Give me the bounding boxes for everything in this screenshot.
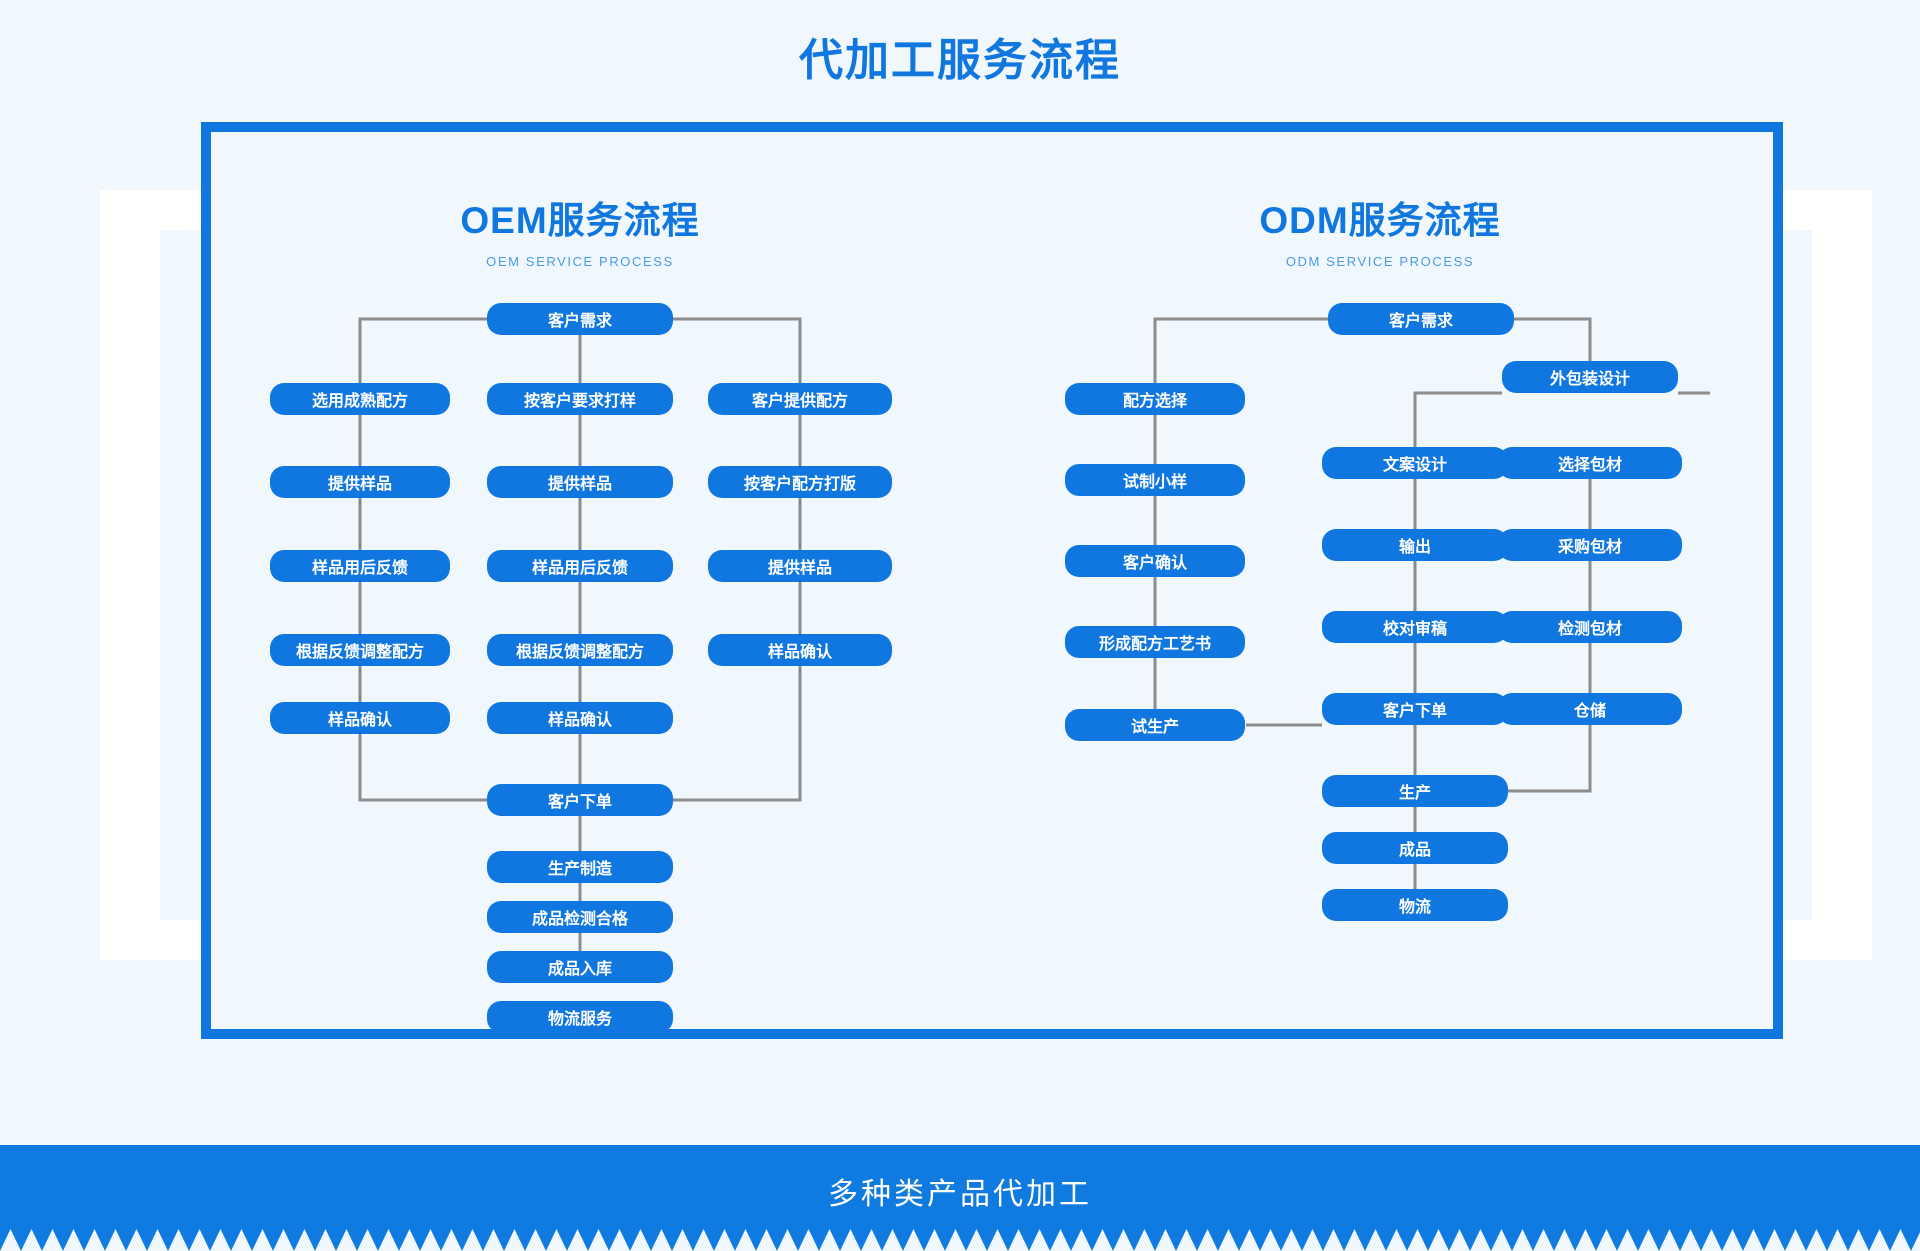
section-odm: ODM服务流程 ODM SERVICE PROCESS: [1050, 190, 1710, 921]
oem-node-left-1[interactable]: 提供样品: [270, 466, 450, 498]
oem-node-tail-4[interactable]: 物流服务: [487, 1001, 673, 1033]
oem-node-mid-0[interactable]: 按客户要求打样: [487, 383, 673, 415]
oem-node-mid-4[interactable]: 样品确认: [487, 702, 673, 734]
odm-node-branch[interactable]: 外包装设计: [1502, 361, 1678, 393]
page-title: 代加工服务流程: [799, 36, 1121, 85]
oem-node-left-2[interactable]: 样品用后反馈: [270, 550, 450, 582]
odm-node-left-4[interactable]: 试生产: [1065, 709, 1245, 741]
odm-node-tail-0[interactable]: 生产: [1322, 775, 1508, 807]
odm-node-mid-0[interactable]: 文案设计: [1322, 447, 1508, 479]
odm-connectors: [1153, 317, 1710, 889]
odm-node-start[interactable]: 客户需求: [1328, 303, 1514, 335]
oem-node-left-4[interactable]: 样品确认: [270, 702, 450, 734]
odm-node-right-1[interactable]: 采购包材: [1498, 529, 1682, 561]
oem-node-mid-2[interactable]: 样品用后反馈: [487, 550, 673, 582]
oem-node-tail-0[interactable]: 客户下单: [487, 784, 673, 816]
section-oem: OEM服务流程 OEM SERVICE PROCESS: [260, 190, 900, 1033]
bottom-banner: 多种类产品代加工: [0, 1145, 1920, 1251]
oem-flowchart: 客户需求 选用成熟配方 提供样品 样品用后反馈 根据反馈调整配方 样品确认 按客…: [260, 297, 900, 1033]
odm-flowchart: 客户需求 外包装设计 配方选择 试制小样 客户确认 形成配方工艺书 试生产 文案…: [1050, 297, 1710, 921]
oem-node-start[interactable]: 客户需求: [487, 303, 673, 335]
oem-node-right-1[interactable]: 按客户配方打版: [708, 466, 892, 498]
odm-node-right-2[interactable]: 检测包材: [1498, 611, 1682, 643]
odm-subtitle: ODM SERVICE PROCESS: [1285, 254, 1475, 269]
odm-node-mid-2[interactable]: 校对审稿: [1322, 611, 1508, 643]
odm-title: ODM服务流程: [1259, 200, 1501, 241]
odm-node-tail-2[interactable]: 物流: [1322, 889, 1508, 921]
oem-node-mid-1[interactable]: 提供样品: [487, 466, 673, 498]
oem-node-right-3[interactable]: 样品确认: [708, 634, 892, 666]
content-blue-frame: [201, 122, 1783, 1039]
oem-title: OEM服务流程: [460, 200, 700, 241]
odm-node-left-2[interactable]: 客户确认: [1065, 545, 1245, 577]
bottom-banner-text: 多种类产品代加工: [828, 1178, 1092, 1211]
oem-connectors: [358, 317, 802, 951]
oem-node-tail-3[interactable]: 成品入库: [487, 951, 673, 983]
oem-node-right-0[interactable]: 客户提供配方: [708, 383, 892, 415]
odm-node-left-3[interactable]: 形成配方工艺书: [1065, 626, 1245, 658]
oem-node-left-0[interactable]: 选用成熟配方: [270, 383, 450, 415]
odm-node-mid-3[interactable]: 客户下单: [1322, 693, 1508, 725]
odm-node-mid-1[interactable]: 输出: [1322, 529, 1508, 561]
odm-node-right-0[interactable]: 选择包材: [1498, 447, 1682, 479]
oem-node-mid-3[interactable]: 根据反馈调整配方: [487, 634, 673, 666]
odm-node-left-0[interactable]: 配方选择: [1065, 383, 1245, 415]
odm-node-left-1[interactable]: 试制小样: [1065, 464, 1245, 496]
odm-node-right-3[interactable]: 仓储: [1498, 693, 1682, 725]
oem-node-right-2[interactable]: 提供样品: [708, 550, 892, 582]
oem-subtitle: OEM SERVICE PROCESS: [486, 254, 674, 269]
oem-node-tail-2[interactable]: 成品检测合格: [487, 901, 673, 933]
oem-node-left-3[interactable]: 根据反馈调整配方: [270, 634, 450, 666]
oem-node-tail-1[interactable]: 生产制造: [487, 851, 673, 883]
odm-node-tail-1[interactable]: 成品: [1322, 832, 1508, 864]
zigzag-edge-icon: [0, 1229, 1920, 1251]
